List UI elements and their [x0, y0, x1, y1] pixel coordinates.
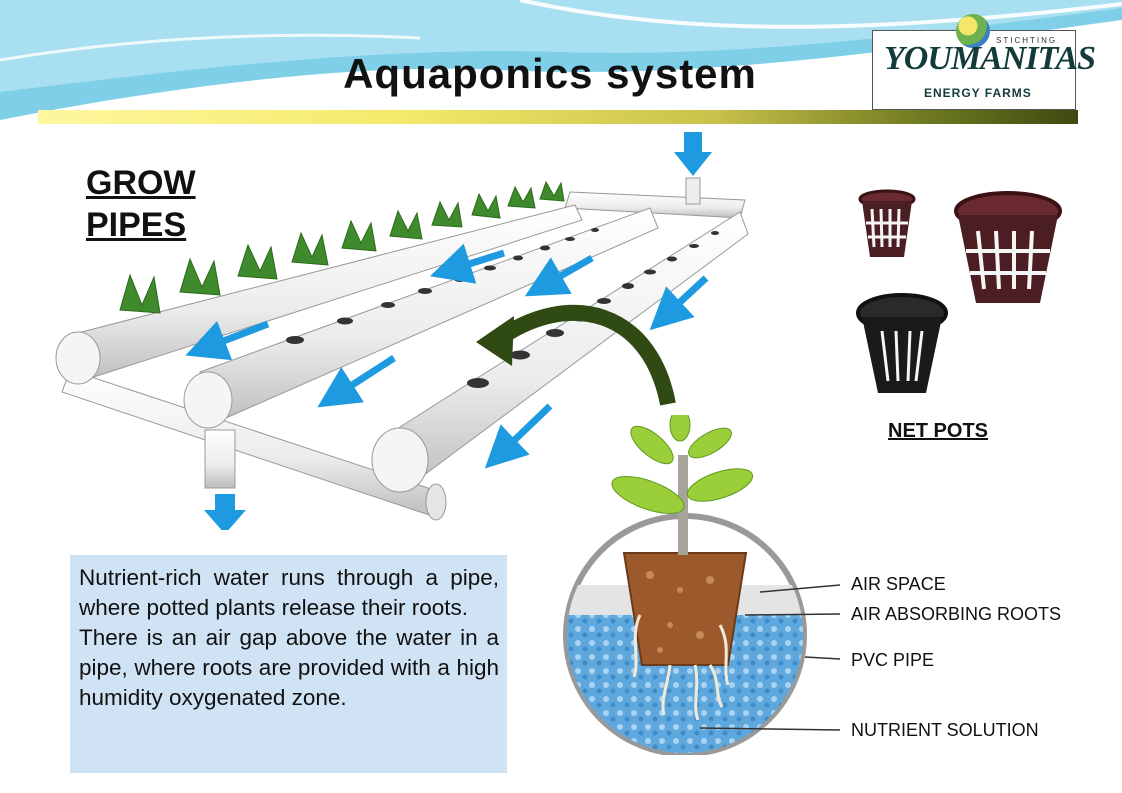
- plant-icon: [611, 415, 754, 514]
- label-nutrient-solution: NUTRIENT SOLUTION: [851, 720, 1039, 740]
- net-pot-icon: [954, 191, 1062, 303]
- grow-pipes-line1: GROW: [86, 164, 196, 202]
- label-air-space: AIR SPACE: [851, 574, 946, 594]
- inlet-down-arrow-icon: [674, 132, 712, 176]
- net-pots-label: NET POTS: [888, 420, 989, 442]
- net-pots-illustration: [856, 189, 1062, 393]
- logo-globe-icon: [956, 14, 990, 48]
- net-pot-icon: [856, 293, 948, 393]
- label-pvc-pipe: PVC PIPE: [851, 650, 935, 670]
- net-pot-icon: [858, 189, 916, 257]
- header-wave-background: [0, 0, 1122, 120]
- grow-pipes-diagram: [55, 132, 749, 530]
- page-title: Aquaponics system: [343, 50, 757, 97]
- logo-sub-text: ENERGY FARMS: [924, 86, 1032, 100]
- grow-pipes-line2: PIPES: [86, 206, 187, 244]
- description-paragraph-2: There is an air gap above the water in a…: [79, 625, 499, 710]
- grow-pipes-heading: GROW PIPES: [86, 162, 196, 246]
- description-paragraph-1: Nutrient-rich water runs through a pipe,…: [79, 565, 499, 620]
- description-box: Nutrient-rich water runs through a pipe,…: [70, 555, 507, 773]
- label-air-absorbing-roots: AIR ABSORBING ROOTS: [851, 604, 1062, 624]
- logo-main-text: YOUMANITAS: [884, 40, 1096, 77]
- title-underline-bar: [38, 110, 1078, 124]
- pipe-cross-section: [563, 415, 841, 755]
- curved-arrow-icon: [495, 304, 676, 406]
- flow-arrow-icon: [185, 243, 709, 469]
- logo-small-text: STICHTING: [996, 36, 1058, 45]
- outlet-down-arrow-icon: [204, 494, 246, 530]
